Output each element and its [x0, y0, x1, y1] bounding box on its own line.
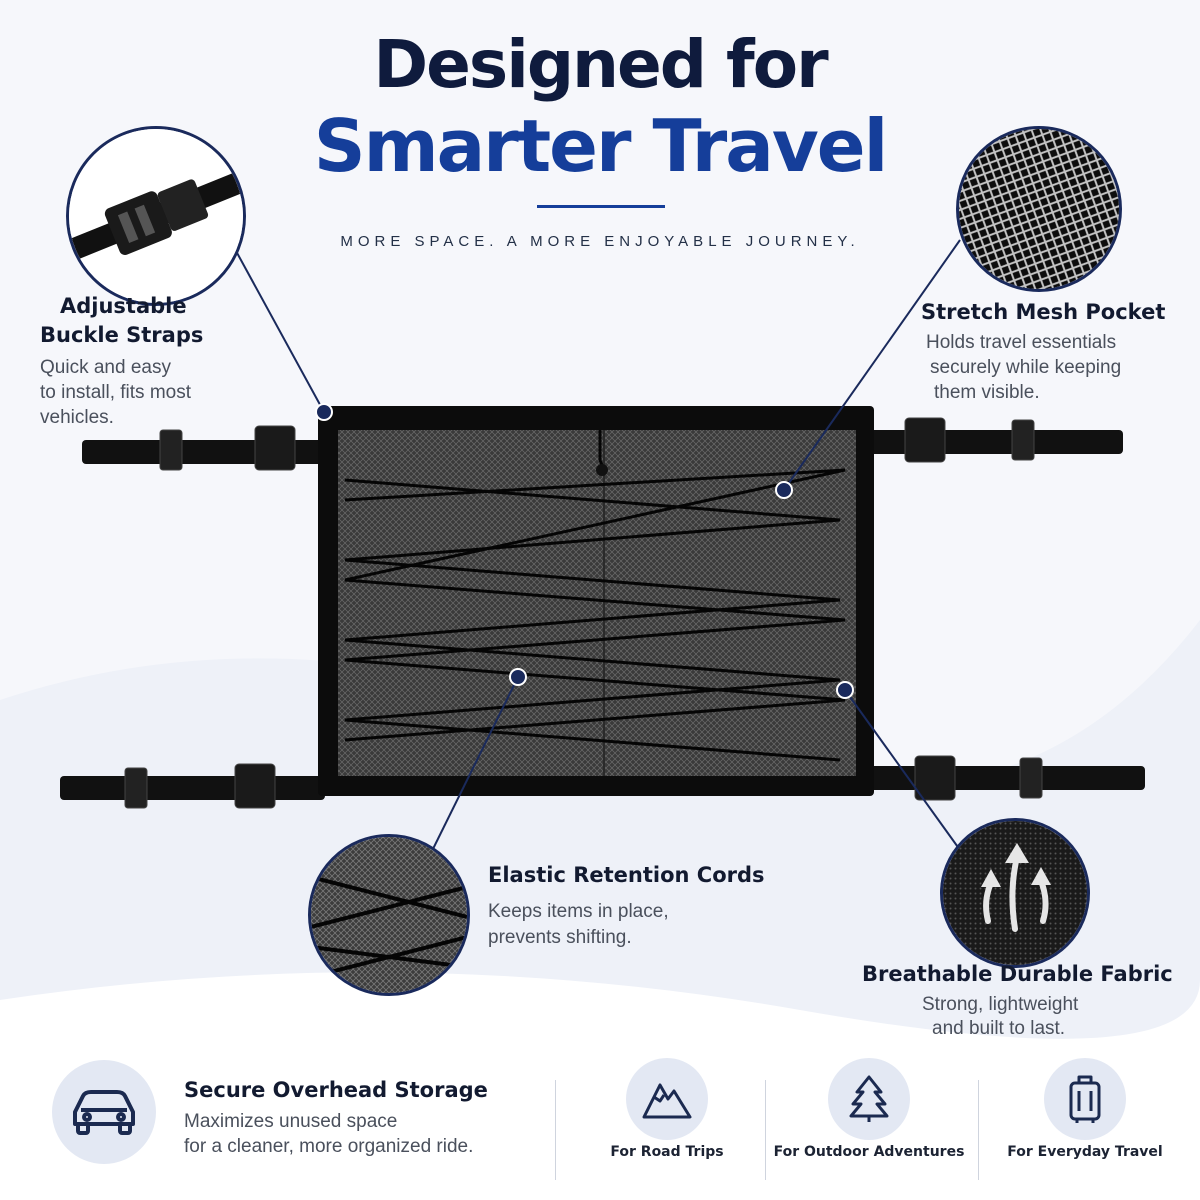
mesh-desc-line-1: Holds travel essentials	[926, 332, 1117, 353]
cords-closeup-circle	[308, 834, 470, 996]
fabric-closeup-circle	[940, 818, 1090, 968]
strap-top-right	[865, 417, 1123, 463]
buckle-title-line-2: Buckle Straps	[40, 323, 204, 347]
fabric-desc-line-1: Strong, lightweight	[922, 994, 1079, 1015]
breathable-arrows-icon	[943, 821, 1087, 965]
suitcase-icon	[1069, 1075, 1101, 1123]
buckle-desc-line-1: Quick and easy	[40, 357, 171, 378]
storage-title: Secure Overhead Storage	[184, 1078, 488, 1102]
bottom-strip: Secure Overhead Storage Maximizes unused…	[0, 1050, 1200, 1200]
tree-icon	[849, 1075, 889, 1122]
headline-line-1: Designed for	[373, 26, 828, 103]
strap-top-left	[82, 425, 327, 471]
cords-texture-icon	[311, 837, 467, 993]
buckle-title-line-1: Adjustable	[60, 294, 187, 318]
fabric-desc-line-2: and built to last.	[932, 1018, 1066, 1039]
cords-desc-line-2: prevents shifting.	[488, 927, 632, 948]
divider-3	[978, 1080, 979, 1180]
mesh-texture-icon	[959, 129, 1119, 289]
car-icon	[73, 1090, 135, 1135]
headline-divider	[537, 205, 665, 208]
strap-bottom-right	[865, 755, 1145, 801]
headline-line-2: Smarter Travel	[313, 104, 889, 188]
buckle-desc-line-3: vehicles.	[40, 407, 114, 428]
outdoor-badge	[828, 1058, 910, 1140]
divider-2	[765, 1080, 766, 1180]
mesh-desc-line-3: them visible.	[934, 382, 1040, 403]
category-everyday-travel: For Everyday Travel	[1007, 1144, 1163, 1160]
category-outdoor-adventures: For Outdoor Adventures	[773, 1144, 965, 1160]
cords-desc-line-1: Keeps items in place,	[488, 901, 669, 922]
mountain-icon	[642, 1083, 692, 1119]
storage-badge	[52, 1060, 156, 1164]
mesh-title: Stretch Mesh Pocket	[921, 300, 1166, 324]
strap-bottom-left	[60, 763, 325, 809]
storage-desc-line-2: for a cleaner, more organized ride.	[184, 1136, 474, 1157]
tagline: MORE SPACE. A MORE ENJOYABLE JOURNEY.	[340, 233, 860, 250]
category-road-trips: For Road Trips	[610, 1144, 724, 1160]
road-trips-badge	[626, 1058, 708, 1140]
buckle-icon	[69, 129, 243, 303]
buckle-closeup-circle	[66, 126, 246, 306]
fabric-title: Breathable Durable Fabric	[862, 962, 1173, 986]
storage-desc-line-1: Maximizes unused space	[184, 1111, 398, 1132]
mesh-closeup-circle	[956, 126, 1122, 292]
divider-1	[555, 1080, 556, 1180]
cords-title: Elastic Retention Cords	[488, 863, 765, 887]
buckle-desc-line-2: to install, fits most	[40, 382, 191, 403]
everyday-badge	[1044, 1058, 1126, 1140]
mesh-desc-line-2: securely while keeping	[930, 357, 1122, 378]
